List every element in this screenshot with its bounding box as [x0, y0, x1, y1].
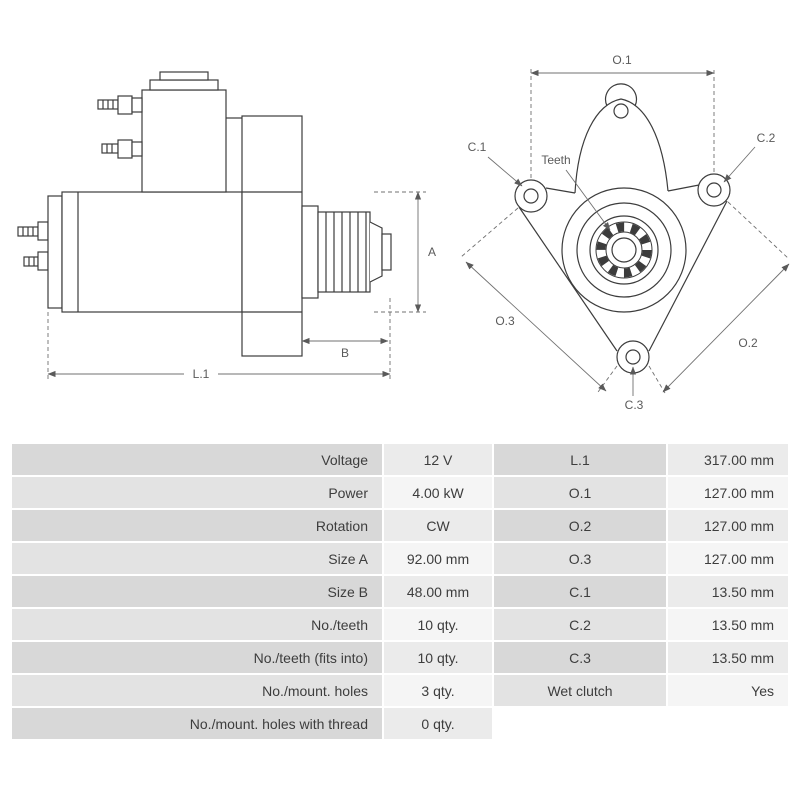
spec-label-left: Size B — [12, 576, 382, 607]
solenoid-terminals — [97, 95, 143, 159]
dim-label-b: B — [341, 346, 349, 360]
shaft-bore — [611, 237, 637, 263]
spec-label-right: O.3 — [494, 543, 666, 574]
spec-label-right: O.2 — [494, 510, 666, 541]
spec-row: Size A 92.00 mm O.3 127.00 mm — [12, 543, 788, 574]
dim-label-o2: O.2 — [738, 336, 758, 350]
shaft-collar — [301, 205, 319, 299]
spec-value-right: 13.50 mm — [668, 576, 788, 607]
spec-label-left: No./mount. holes with thread — [12, 708, 382, 739]
spec-value-left: 92.00 mm — [384, 543, 492, 574]
spec-label-left: No./teeth (fits into) — [12, 642, 382, 673]
dim-label-o1: O.1 — [612, 53, 632, 67]
spec-value-left: 4.00 kW — [384, 477, 492, 508]
spec-value-right: 13.50 mm — [668, 609, 788, 640]
dim-label-c2: C.2 — [757, 131, 776, 145]
spec-label-right — [494, 708, 666, 739]
dim-line-o3 — [465, 261, 607, 392]
teeth-label: Teeth — [541, 153, 570, 167]
mounting-hole-top-right — [697, 173, 731, 207]
spec-label-left: No./teeth — [12, 609, 382, 640]
front-view-drawing — [514, 83, 731, 374]
dim-label-o3: O.3 — [495, 314, 515, 328]
terminal-studs — [17, 221, 49, 271]
spec-value-right: 127.00 mm — [668, 543, 788, 574]
dim-label-c3: C.3 — [625, 398, 644, 412]
leader-teeth — [565, 169, 611, 231]
leader-c2 — [723, 146, 756, 183]
spec-row: No./teeth (fits into) 10 qty. C.3 13.50 … — [12, 642, 788, 673]
dim-label-a: A — [428, 245, 436, 259]
spec-value-left: 3 qty. — [384, 675, 492, 706]
spec-row: No./mount. holes with thread 0 qty. — [12, 708, 788, 739]
spec-label-right: C.3 — [494, 642, 666, 673]
spec-value-left: CW — [384, 510, 492, 541]
top-arch — [574, 98, 669, 194]
spec-row: Size B 48.00 mm C.1 13.50 mm — [12, 576, 788, 607]
spec-label-right: L.1 — [494, 444, 666, 475]
spec-value-left: 0 qty. — [384, 708, 492, 739]
technical-drawing: A B L.1 — [17, 53, 790, 412]
spec-label-left: No./mount. holes — [12, 675, 382, 706]
side-view-dimensions — [47, 191, 426, 380]
spec-label-right: C.1 — [494, 576, 666, 607]
spec-label-left: Voltage — [12, 444, 382, 475]
spec-label-right: O.1 — [494, 477, 666, 508]
dim-label-c1: C.1 — [468, 140, 487, 154]
spec-value-right: Yes — [668, 675, 788, 706]
front-view-dimensions — [460, 67, 790, 396]
spec-value-right: 13.50 mm — [668, 642, 788, 673]
spec-label-left: Power — [12, 477, 382, 508]
spec-value-left: 48.00 mm — [384, 576, 492, 607]
leader-c1 — [487, 156, 523, 187]
spec-value-left: 10 qty. — [384, 642, 492, 673]
spec-value-left: 10 qty. — [384, 609, 492, 640]
drive-housing — [241, 115, 303, 357]
spec-label-right: Wet clutch — [494, 675, 666, 706]
spec-value-right: 127.00 mm — [668, 477, 788, 508]
spec-label-right: C.2 — [494, 609, 666, 640]
spec-value-right: 127.00 mm — [668, 510, 788, 541]
front-view-labels: O.1 C.1 C.2 C.3 O.3 O.2 Teeth — [468, 53, 776, 412]
flange-circle — [561, 187, 687, 313]
pinion-gear — [317, 211, 371, 293]
spec-table: Voltage 12 V L.1 317.00 mm Power 4.00 kW… — [10, 442, 790, 741]
dim-line-o2 — [662, 263, 790, 393]
dim-label-l1: L.1 — [193, 367, 210, 381]
spec-value-left: 12 V — [384, 444, 492, 475]
spec-row: No./teeth 10 qty. C.2 13.50 mm — [12, 609, 788, 640]
spec-row: Power 4.00 kW O.1 127.00 mm — [12, 477, 788, 508]
spec-row: No./mount. holes 3 qty. Wet clutch Yes — [12, 675, 788, 706]
solenoid — [141, 89, 227, 193]
spec-value-right: 317.00 mm — [668, 444, 788, 475]
side-view-drawing — [17, 71, 392, 357]
side-view-labels: A B L.1 — [193, 245, 436, 381]
spec-label-left: Rotation — [12, 510, 382, 541]
spline-teeth — [596, 222, 652, 278]
end-cap — [47, 195, 63, 309]
spec-row: Rotation CW O.2 127.00 mm — [12, 510, 788, 541]
motor-body — [61, 191, 243, 313]
spec-value-right — [668, 708, 788, 739]
spec-row: Voltage 12 V L.1 317.00 mm — [12, 444, 788, 475]
mounting-hole-top-left — [514, 179, 548, 213]
spec-label-left: Size A — [12, 543, 382, 574]
